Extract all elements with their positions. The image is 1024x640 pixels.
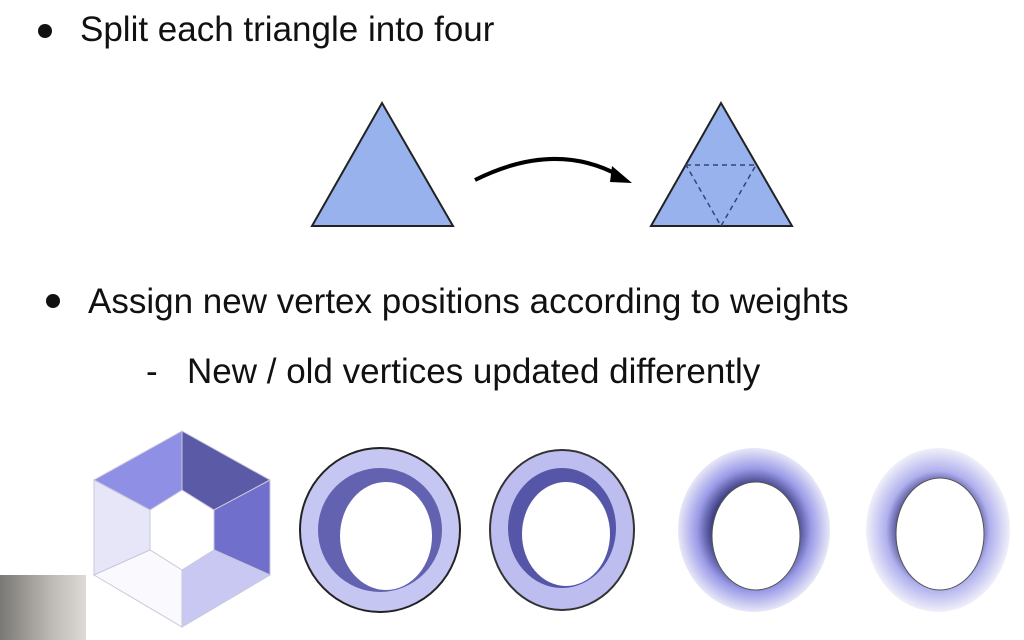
sub-bullet-text: New / old vertices updated differently bbox=[187, 352, 761, 391]
triangle-subdivided bbox=[649, 100, 794, 228]
arrow-head bbox=[610, 166, 632, 183]
bullet-dot bbox=[46, 294, 60, 308]
arrow bbox=[474, 156, 621, 182]
triangle-original bbox=[310, 100, 455, 227]
webcam-overlay bbox=[0, 575, 86, 640]
subdivision-level-0 bbox=[92, 430, 272, 628]
sub-bullet-marker: - bbox=[146, 352, 158, 391]
subdivision-level-2 bbox=[489, 449, 635, 611]
subdivision-level-3 bbox=[678, 448, 830, 612]
bullet-dot bbox=[38, 24, 52, 38]
bullet-2-text: Assign new vertex positions according to… bbox=[88, 282, 849, 321]
bullet-1-text: Split each triangle into four bbox=[80, 10, 495, 49]
subdivision-level-4 bbox=[866, 448, 1010, 612]
subdivision-level-1 bbox=[299, 447, 461, 613]
